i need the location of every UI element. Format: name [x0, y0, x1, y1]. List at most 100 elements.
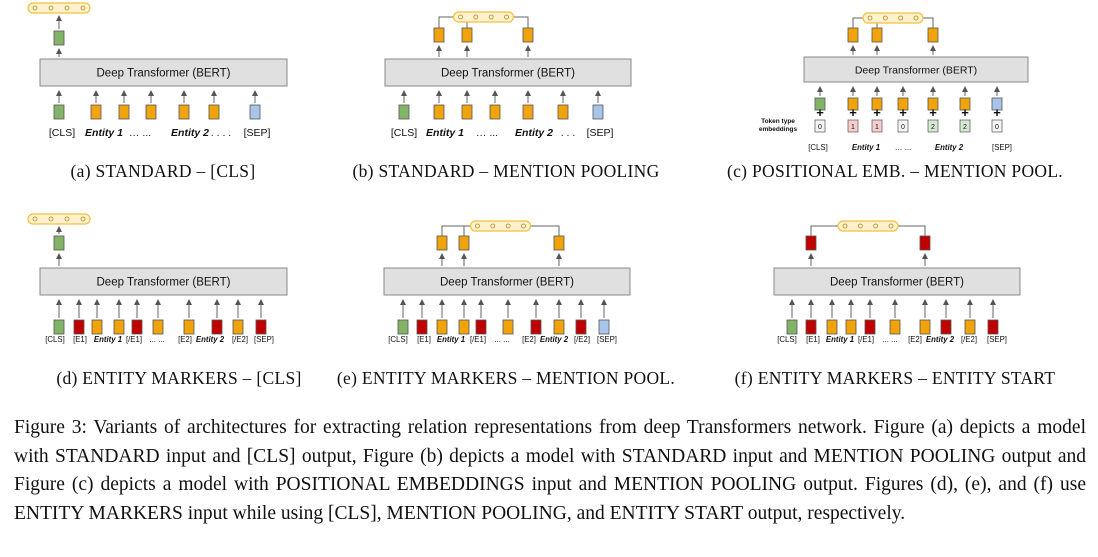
- transformer-box: [803, 56, 1029, 83]
- panel-d: Deep Transformer (BERT)[CLS][E1]Entity 1…: [27, 213, 301, 388]
- vector-dot: [505, 223, 511, 229]
- tok-token: [461, 104, 473, 120]
- panel-caption: (c) POSITIONAL EMB. – MENTION POOL.: [727, 161, 1063, 181]
- plus-sign: +: [849, 105, 857, 120]
- marker-token: [530, 319, 542, 335]
- cls-token: [53, 319, 65, 335]
- type-id: 1: [851, 124, 855, 131]
- vector-dot: [32, 5, 38, 11]
- plus-sign: +: [961, 105, 969, 120]
- token-label: [E2]: [178, 335, 192, 344]
- pool-connector: [441, 225, 471, 236]
- pool-connector: [530, 225, 560, 236]
- tok-token: [433, 104, 445, 120]
- type-id-box: [897, 119, 909, 133]
- token-label: ... ...: [882, 335, 897, 344]
- token-label: Entity 2: [540, 335, 569, 344]
- tok-token: [847, 97, 859, 111]
- plus-sign: +: [899, 105, 907, 120]
- vector-dot: [521, 223, 526, 229]
- pool-connector: [852, 17, 863, 28]
- vector-dot: [504, 14, 509, 20]
- tok-token: [919, 319, 931, 335]
- transformer-label: Deep Transformer (BERT): [830, 277, 964, 289]
- transformer-box: [773, 267, 1021, 296]
- token-label: [CLS]: [45, 335, 65, 344]
- pooled-output: [458, 235, 470, 251]
- vector-dot: [488, 14, 494, 20]
- vector-dot: [888, 223, 894, 229]
- transformer-label: Deep Transformer (BERT): [97, 68, 231, 80]
- pooled-output: [553, 235, 565, 251]
- vector-dot: [867, 15, 873, 21]
- output-vector: [27, 213, 91, 225]
- tok-token: [90, 104, 102, 120]
- tok-token: [845, 319, 857, 335]
- pool-connector: [898, 225, 926, 236]
- transformer-box: [39, 267, 288, 296]
- panel-e: Deep Transformer (BERT)[CLS][E1]Entity 1…: [337, 220, 675, 388]
- token-label: [E1]: [73, 335, 87, 344]
- plus-sign: +: [929, 105, 937, 120]
- panel-f: Deep Transformer (BERT)[CLS][E1]Entity 1…: [735, 220, 1055, 388]
- transformer-label: Deep Transformer (BERT): [441, 68, 575, 80]
- tok-token: [145, 104, 157, 120]
- token-label: Entity 1: [426, 127, 464, 139]
- type-id: 0: [995, 124, 999, 131]
- vector-dot: [898, 15, 904, 21]
- entity-start-output: [805, 235, 817, 251]
- marker-token: [211, 319, 223, 335]
- token-label: [/E1]: [126, 335, 142, 344]
- pooled-output: [927, 27, 939, 43]
- type-id-box: [847, 119, 859, 133]
- tok-token: [557, 104, 569, 120]
- plus-sign: +: [993, 105, 1001, 120]
- token-label: ... ...: [494, 335, 509, 344]
- vector-dot: [473, 14, 479, 20]
- token-label: [E2]: [522, 335, 536, 344]
- tok-token: [871, 97, 883, 111]
- tok-token: [208, 104, 220, 120]
- output-vector: [452, 11, 515, 23]
- plus-sign: +: [816, 105, 824, 120]
- token-label: [SEP]: [987, 335, 1007, 344]
- token-label: … ...: [476, 127, 498, 139]
- marker-token: [416, 319, 428, 335]
- vector-dot: [32, 216, 38, 222]
- cls-token: [814, 97, 826, 111]
- cls-output: [53, 235, 65, 251]
- pooled-output: [461, 27, 473, 43]
- tok-token: [232, 319, 244, 335]
- token-label: Entity 2: [935, 143, 964, 152]
- type-id-box: [959, 119, 971, 133]
- tok-token: [959, 97, 971, 111]
- type-embedding-label: embeddings: [759, 126, 798, 133]
- transformer-label: Deep Transformer (BERT): [97, 277, 231, 289]
- token-label: [E2]: [908, 335, 922, 344]
- sep-token: [592, 104, 604, 120]
- panel-a: Deep Transformer (BERT)[CLS]Entity 1… ..…: [27, 2, 288, 181]
- tok-token: [118, 104, 130, 120]
- pooled-output: [433, 27, 445, 43]
- token-label: Entity 1: [437, 335, 465, 344]
- plus-sign: +: [873, 105, 881, 120]
- token-label: [CLS]: [808, 143, 828, 152]
- token-label: Entity 2: [171, 127, 209, 139]
- marker-token: [940, 319, 952, 335]
- tok-token: [113, 319, 125, 335]
- pool-connector: [513, 16, 529, 28]
- transformer-label: Deep Transformer (BERT): [440, 277, 574, 289]
- vector-dot: [873, 223, 879, 229]
- token-label: [/E2]: [232, 335, 248, 344]
- tok-token: [436, 319, 448, 335]
- token-label: Entity 2: [926, 335, 955, 344]
- tok-token: [927, 97, 939, 111]
- token-label: [/E2]: [961, 335, 977, 344]
- tok-token: [502, 319, 514, 335]
- panel-caption: (e) ENTITY MARKERS – MENTION POOL.: [337, 368, 675, 388]
- marker-token: [805, 319, 817, 335]
- token-label: . . . .: [211, 127, 231, 139]
- vector-dot: [80, 5, 86, 11]
- token-label: Entity 1: [85, 127, 123, 139]
- vector-dot: [475, 223, 480, 229]
